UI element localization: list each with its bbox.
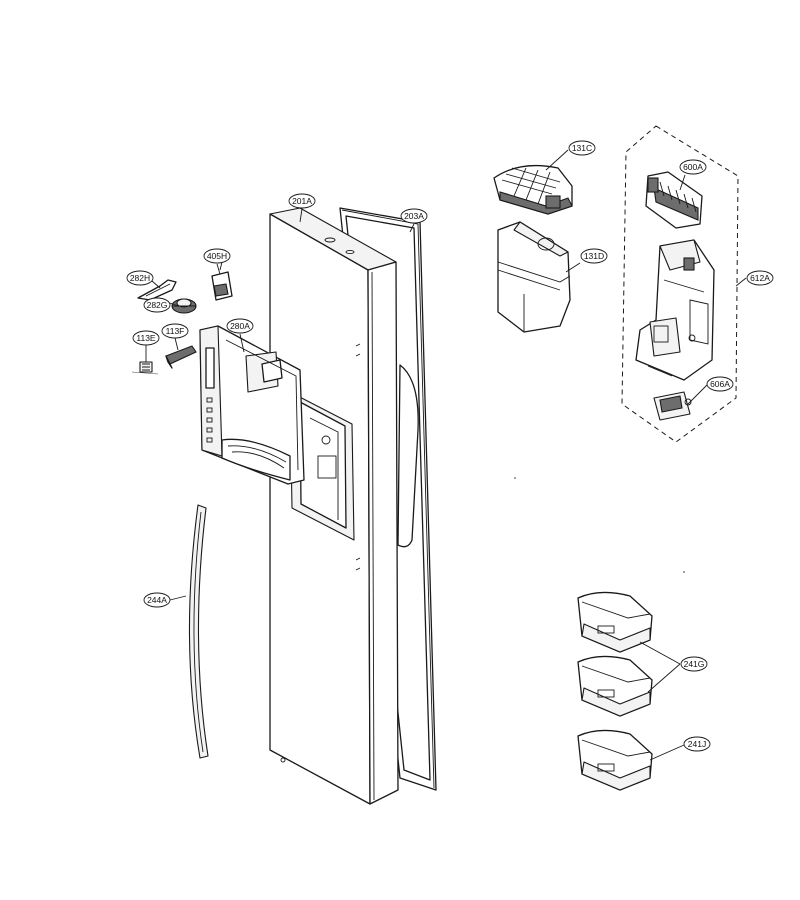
callout-131c: 131C xyxy=(568,140,596,156)
callout-113f: 113F xyxy=(161,323,189,339)
icemaker-housing-612a xyxy=(635,239,715,381)
icemaker-600a xyxy=(645,171,703,229)
callout-612a: 612A xyxy=(746,270,774,286)
svg-text:280A: 280A xyxy=(230,321,250,331)
lever-113f xyxy=(165,345,197,369)
svg-text:113F: 113F xyxy=(166,326,185,336)
dispenser-cover-280a xyxy=(199,325,305,485)
actuator-405h xyxy=(211,261,233,301)
callout-241j: 241J xyxy=(683,736,711,752)
svg-text:131C: 131C xyxy=(572,143,592,153)
callout-280a: 280A xyxy=(226,318,254,334)
svg-text:612A: 612A xyxy=(750,273,770,283)
ice-bucket-131d xyxy=(497,221,571,333)
callout-600a: 600A xyxy=(679,159,707,175)
svg-text:241J: 241J xyxy=(688,739,706,749)
callout-131d: 131D xyxy=(580,248,608,264)
svg-text:600A: 600A xyxy=(683,162,703,172)
svg-text:282H: 282H xyxy=(130,273,150,283)
ice-bucket-cover-131c xyxy=(493,164,573,215)
svg-text:405H: 405H xyxy=(207,251,227,261)
svg-text:282G: 282G xyxy=(147,300,168,310)
door-panel-201a xyxy=(269,207,419,805)
door-bin-241g-lower xyxy=(577,655,653,717)
door-bin-241g-upper xyxy=(577,591,653,653)
knob-282g xyxy=(171,298,197,314)
callout-244a: 244A xyxy=(143,592,171,608)
callout-203a: 203A xyxy=(400,208,428,224)
callout-606a: 606A xyxy=(706,376,734,392)
svg-text:241G: 241G xyxy=(684,659,705,669)
callout-282h: 282H xyxy=(126,270,154,286)
callout-405h: 405H xyxy=(203,248,231,264)
svg-text:203A: 203A xyxy=(404,211,424,221)
svg-text:113E: 113E xyxy=(136,333,156,343)
leader-lines xyxy=(145,149,747,761)
svg-text:606A: 606A xyxy=(710,379,730,389)
svg-text:244A: 244A xyxy=(147,595,167,605)
motor-606a xyxy=(653,391,692,421)
callout-241g: 241G xyxy=(680,656,708,672)
door-handle-244a xyxy=(188,504,209,759)
stray-dot xyxy=(514,477,516,479)
spring-113e xyxy=(131,361,159,375)
door-bin-241j xyxy=(577,729,653,791)
svg-text:131D: 131D xyxy=(584,251,604,261)
callout-282g: 282G xyxy=(143,297,171,313)
callout-201a: 201A xyxy=(288,193,316,209)
stray-dot xyxy=(683,571,685,573)
svg-text:201A: 201A xyxy=(292,196,312,206)
callout-113e: 113E xyxy=(132,330,160,346)
